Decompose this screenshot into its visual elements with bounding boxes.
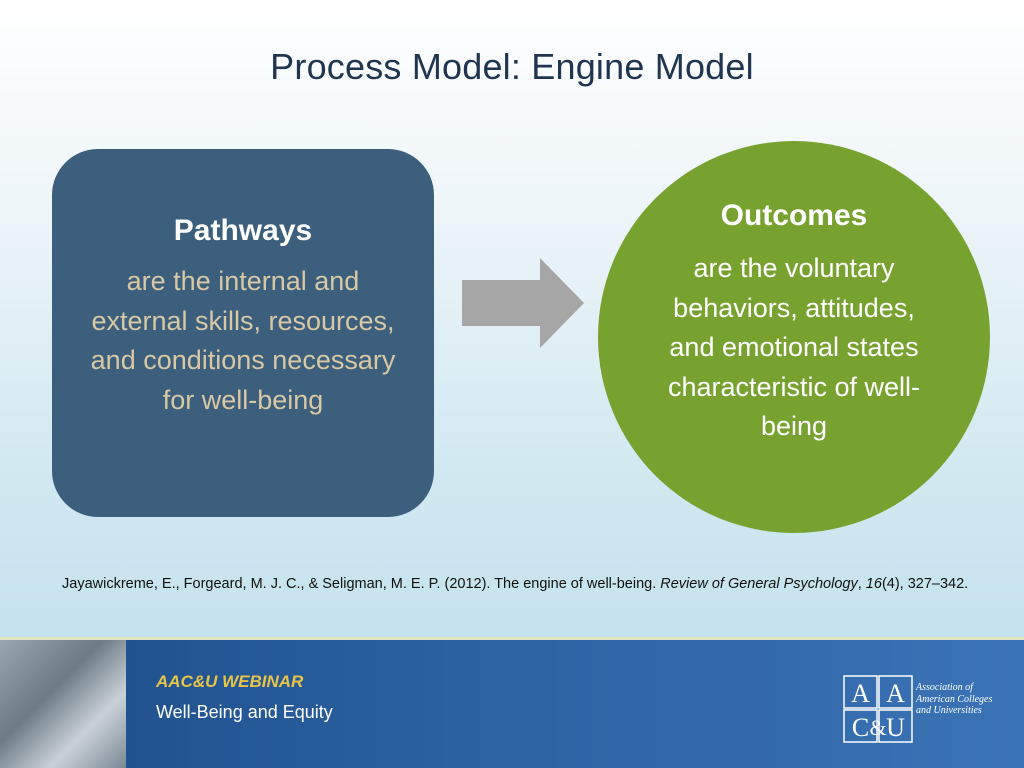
right-arrow-icon bbox=[462, 258, 584, 348]
pathways-description: are the internal and external skills, re… bbox=[90, 266, 396, 415]
citation-issue-pages: (4), 327–342. bbox=[881, 576, 969, 592]
outcomes-circle bbox=[598, 141, 990, 533]
logo-letter-2: A bbox=[886, 679, 905, 708]
citation-journal: Review of General Psychology bbox=[660, 576, 858, 592]
footer-photo bbox=[0, 640, 126, 768]
webinar-label: AAC&U WEBINAR bbox=[156, 672, 304, 691]
slide-title: Process Model: Engine Model bbox=[270, 46, 754, 87]
logo-letter-1: A bbox=[851, 679, 870, 708]
webinar-title: Well-Being and Equity bbox=[156, 702, 333, 722]
logo-ampersand: & bbox=[869, 715, 886, 740]
outcomes-description: are the voluntary behaviors, attitudes, … bbox=[667, 253, 921, 441]
citation-authors: Jayawickreme, E., Forgeard, M. J. C., & … bbox=[62, 576, 661, 592]
logo-text: Association of American Colleges and Uni… bbox=[916, 682, 993, 716]
pathways-box bbox=[52, 149, 434, 517]
citation-volume: 16 bbox=[865, 576, 882, 592]
outcomes-heading: Outcomes bbox=[720, 199, 868, 232]
citation-separator: , bbox=[857, 576, 866, 592]
aacu-logo: A A C U & bbox=[843, 675, 913, 743]
logo-letter-4: U bbox=[886, 713, 905, 742]
footer-divider bbox=[0, 637, 1024, 640]
logo-letter-3: C bbox=[852, 713, 869, 742]
citation: Jayawickreme, E., Forgeard, M. J. C., & … bbox=[62, 574, 1002, 595]
footer-banner bbox=[0, 640, 1024, 768]
pathways-heading: Pathways bbox=[173, 214, 313, 247]
